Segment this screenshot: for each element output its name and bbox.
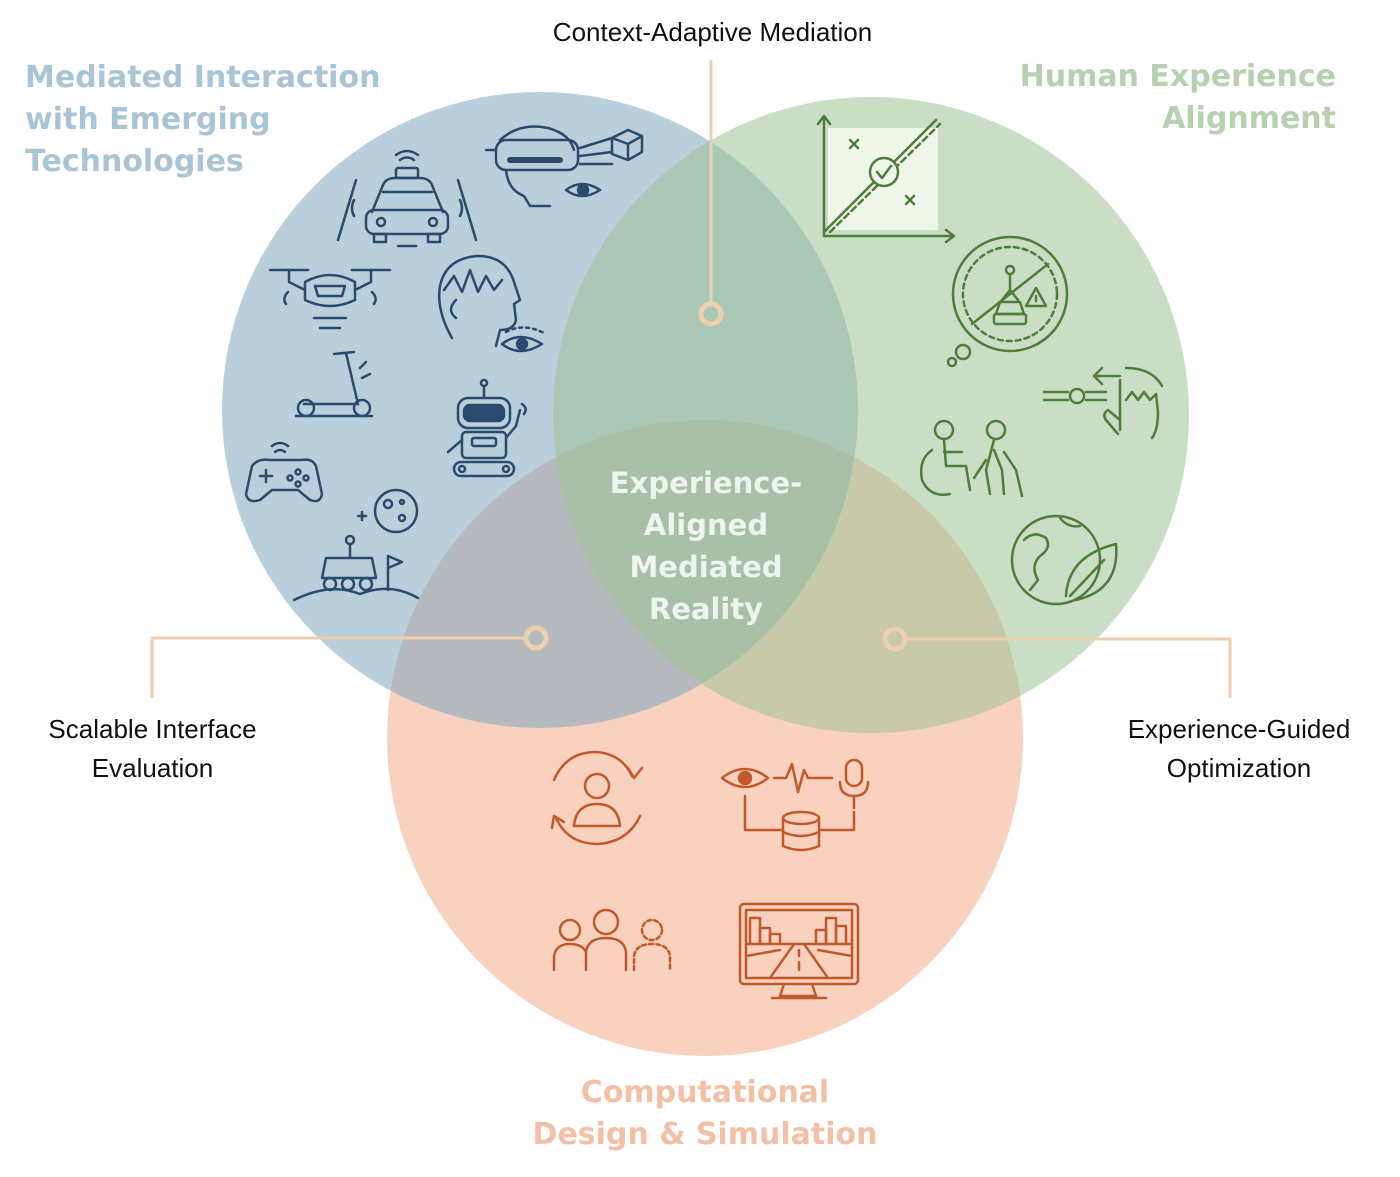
hazard-thought-icon bbox=[946, 235, 1069, 368]
callout-experience-guided: Experience-Guided Optimization bbox=[1085, 710, 1393, 788]
connector-right-line bbox=[905, 637, 1232, 698]
callout-left-line: Evaluation bbox=[91, 753, 214, 783]
alignment-chart-icon bbox=[816, 114, 956, 244]
title-human-line: Human Experience bbox=[1019, 59, 1336, 94]
connector-left-dot bbox=[523, 625, 549, 651]
title-human-line: Alignment bbox=[1162, 101, 1336, 136]
connector-right-dot bbox=[882, 626, 908, 652]
title-computational-line: Computational bbox=[580, 1075, 830, 1110]
callout-scalable-evaluation: Scalable Interface Evaluation bbox=[0, 710, 305, 788]
moon-rover-icon bbox=[292, 488, 420, 602]
title-human-experience: Human Experience Alignment bbox=[960, 56, 1336, 140]
title-mediated-interaction: Mediated Interaction with Emerging Techn… bbox=[25, 57, 445, 183]
center-label-line: Aligned bbox=[643, 508, 769, 542]
callout-top-line: Context-Adaptive Mediation bbox=[552, 17, 873, 47]
title-mediated-line: with Emerging bbox=[25, 102, 271, 137]
callout-context-adaptive: Context-Adaptive Mediation bbox=[460, 13, 965, 52]
title-computational-design: Computational Design & Simulation bbox=[460, 1072, 950, 1156]
autonomous-car-icon bbox=[336, 149, 478, 248]
title-mediated-line: Mediated Interaction bbox=[25, 60, 381, 95]
connectors bbox=[150, 60, 1232, 698]
callout-right-line: Experience-Guided bbox=[1127, 714, 1351, 744]
sensor-data-icon bbox=[720, 758, 870, 852]
robot-icon bbox=[446, 378, 527, 478]
center-label-line: Mediated bbox=[629, 550, 783, 584]
center-label-line: Reality bbox=[648, 592, 764, 626]
gamepad-icon bbox=[244, 441, 324, 503]
vr-headset-icon bbox=[484, 125, 644, 208]
center-label: Experience- Aligned Mediated Reality bbox=[560, 462, 852, 630]
title-mediated-line: Technologies bbox=[25, 144, 244, 179]
brain-eye-icon bbox=[438, 254, 548, 353]
connector-top-dot bbox=[698, 301, 724, 327]
drone-icon bbox=[268, 268, 392, 330]
callout-left-line: Scalable Interface bbox=[48, 714, 257, 744]
city-monitor-icon bbox=[738, 902, 860, 1000]
title-computational-line: Design & Simulation bbox=[532, 1117, 878, 1152]
user-cycle-icon bbox=[550, 750, 644, 846]
earth-leaf-icon bbox=[1010, 514, 1118, 606]
center-label-line: Experience- bbox=[609, 466, 803, 500]
user-group-icon bbox=[552, 908, 672, 972]
accessibility-people-icon bbox=[919, 419, 1024, 498]
gesture-hand-icon bbox=[1042, 366, 1164, 440]
e-scooter-icon bbox=[294, 350, 374, 418]
callout-right-line: Optimization bbox=[1166, 753, 1312, 783]
connector-left-line bbox=[150, 636, 526, 698]
